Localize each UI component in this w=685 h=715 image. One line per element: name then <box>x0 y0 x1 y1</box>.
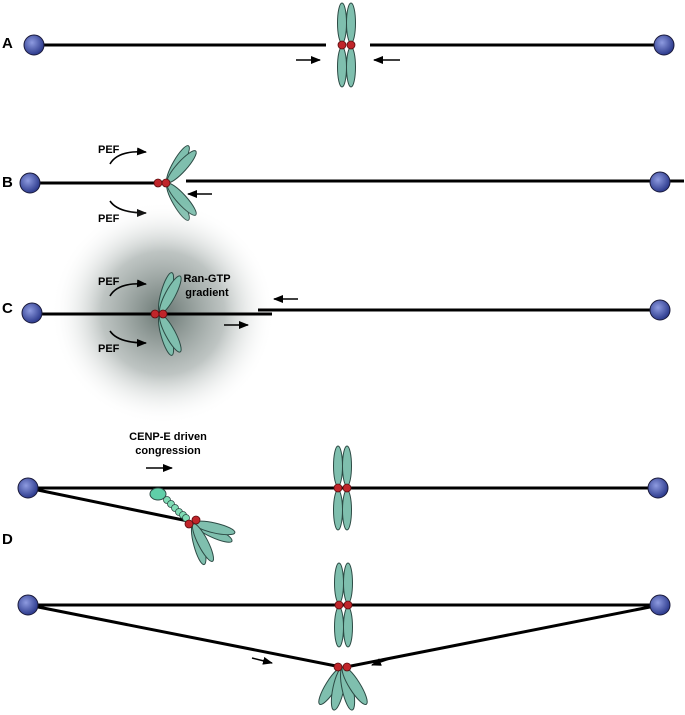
cenp-e-label-line2: congression <box>135 445 201 457</box>
ran-gtp-label-line2: gradient <box>185 287 229 299</box>
pef-arrow-top <box>109 147 147 165</box>
centrosome-right <box>649 594 671 616</box>
chromosome <box>150 272 182 356</box>
ran-gtp-label-line1: Ran-GTP <box>183 273 230 285</box>
centrosome-left <box>17 594 39 616</box>
microtubule-right-kinetochore <box>350 603 661 668</box>
centrosome-left <box>23 34 45 56</box>
chromosome-aligned <box>333 445 352 531</box>
pef-label-top: PEF <box>98 276 120 288</box>
panel-d-lower: D <box>2 531 671 711</box>
panel-label-a: A <box>2 35 13 52</box>
panel-a: A <box>2 2 675 88</box>
centrosome-left <box>19 172 41 194</box>
panel-c: C PEF PEF Ran-GTP gradient <box>2 201 671 425</box>
pef-label-bottom: PEF <box>98 343 120 355</box>
panel-label-c: C <box>2 300 13 317</box>
pef-label-top: PEF <box>98 144 120 156</box>
microtubule-lateral <box>27 486 189 523</box>
centrosome-left <box>17 477 39 499</box>
chromosome-bioriented <box>318 662 368 711</box>
centrosome-left <box>21 302 43 324</box>
centrosome-right <box>647 477 669 499</box>
panel-d-upper: CENP-E driven congression <box>17 431 669 566</box>
cenp-e-label-line1: CENP-E driven <box>129 431 207 443</box>
cenp-e-motor <box>149 487 190 522</box>
chromosome <box>337 2 356 88</box>
pef-arrow-top <box>109 279 147 297</box>
chromosome-lateral <box>184 515 236 566</box>
centrosome-right <box>649 171 671 193</box>
panel-b: B PEF PEF <box>2 144 684 225</box>
arrow-right <box>251 656 273 665</box>
panel-label-d: D <box>2 531 13 548</box>
arrow-left <box>371 657 393 666</box>
centrosome-right <box>649 299 671 321</box>
microtubule-left-kinetochore <box>27 603 337 668</box>
chromosome-aligned <box>334 562 353 648</box>
centrosome-right <box>653 34 675 56</box>
pef-arrow-bottom <box>109 330 147 347</box>
panel-label-b: B <box>2 174 13 191</box>
